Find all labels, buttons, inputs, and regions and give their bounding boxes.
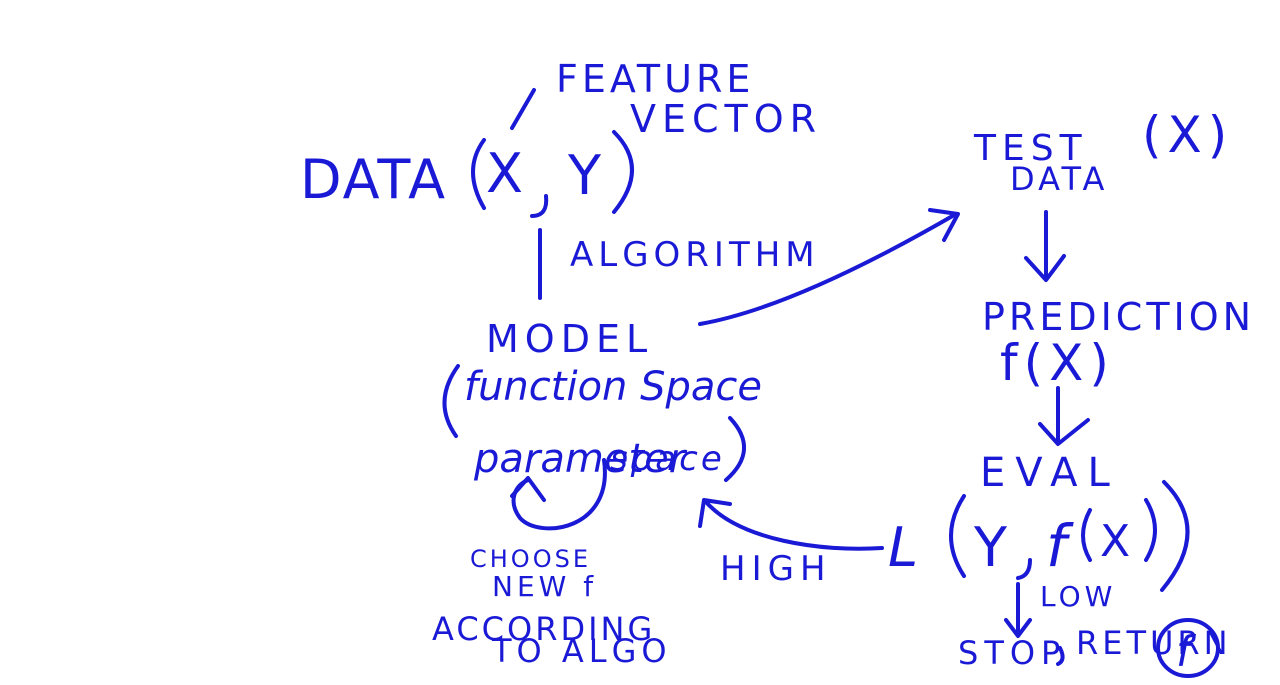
stop-label: STOP	[958, 634, 1066, 672]
loss-close-paren	[1160, 480, 1190, 592]
return-label: RETURN	[1076, 624, 1232, 662]
data-label: DATA	[300, 148, 447, 211]
algorithm-label: ALGORITHM	[570, 235, 820, 275]
low-label: LOW	[1040, 580, 1116, 613]
test-label: TEST	[973, 128, 1088, 169]
choose-label: CHOOSE	[470, 545, 591, 573]
test-to-prediction-arrowhead	[1024, 254, 1066, 282]
high-label: HIGH	[720, 549, 832, 589]
loss-comma	[1016, 558, 1032, 580]
model-open-paren	[442, 364, 460, 438]
eval-label: EVAL	[980, 450, 1120, 496]
data-x-label: X	[486, 142, 523, 205]
prediction-f-label: f(X)	[1000, 334, 1115, 392]
loss-inner-open-paren	[1081, 508, 1092, 562]
model-to-test-arrowhead	[928, 208, 960, 242]
model-to-test-arrow	[698, 212, 958, 326]
model-label: MODEL	[486, 317, 653, 361]
data-open-paren	[471, 138, 486, 210]
to-algo-label: TO ALGO	[491, 632, 672, 670]
data-y-label: Y	[567, 144, 602, 207]
feature-vector-pointer-stroke	[510, 88, 536, 130]
loss-open-paren	[949, 494, 966, 578]
data-comma	[530, 194, 549, 218]
space-label: space	[610, 439, 725, 479]
test-x-label: (X)	[1142, 106, 1233, 164]
function-space-label: function Space	[464, 364, 762, 410]
test-data-label: DATA	[1010, 160, 1108, 198]
high-arrowhead	[698, 498, 732, 528]
choose-loop-arrowhead	[510, 476, 546, 502]
whiteboard-ink: FEATURE VECTOR DATA X Y ALGORITHM MODEL …	[300, 57, 1255, 678]
stop-return-comma	[1056, 646, 1065, 666]
prediction-label: PREDICTION	[982, 295, 1255, 339]
high-arrow	[704, 500, 884, 551]
loss-y-label: Y	[973, 516, 1008, 579]
loss-x-label: X	[1100, 516, 1130, 567]
data-close-paren	[612, 130, 634, 214]
according-label: ACCORDING	[432, 610, 655, 648]
loss-inner-close-paren	[1144, 498, 1157, 562]
vector-label: VECTOR	[630, 97, 822, 141]
loss-l-label: L	[888, 516, 918, 579]
model-close-paren	[724, 416, 747, 482]
parameter-label: parameter	[473, 436, 688, 482]
low-arrowhead	[1004, 618, 1032, 638]
prediction-to-eval-arrowhead	[1038, 418, 1090, 446]
feature-label: FEATURE	[556, 57, 754, 101]
loss-f-label: f	[1046, 512, 1074, 580]
new-f-label: NEW f	[492, 570, 597, 603]
return-f-circle	[1156, 618, 1220, 678]
